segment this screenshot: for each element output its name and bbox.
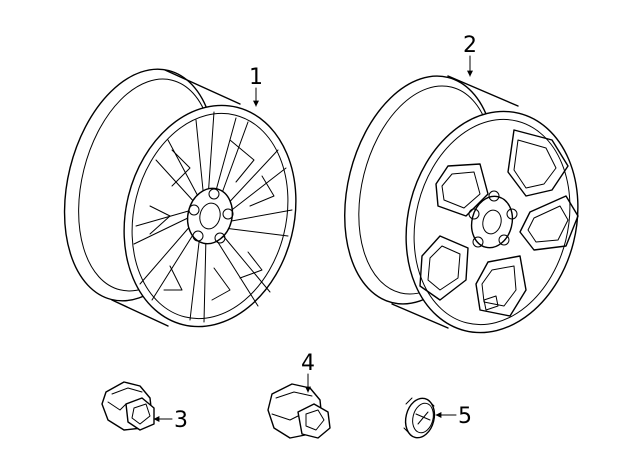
callout-1: 1 — [249, 65, 263, 107]
callout-5: 5 — [435, 404, 472, 429]
wheel-2-windows — [419, 129, 579, 317]
part-3-lug-nut — [101, 381, 155, 431]
callout-3: 3 — [153, 408, 188, 433]
wheel-1-multi-spoke — [63, 68, 297, 328]
callout-5-label: 5 — [458, 404, 472, 429]
callout-4-label: 4 — [301, 351, 315, 376]
part-5-center-cap — [403, 397, 436, 439]
callout-2: 2 — [463, 33, 477, 77]
wheel-2-five-spoke — [344, 75, 579, 334]
callout-3-label: 3 — [174, 408, 188, 433]
callout-1-label: 1 — [249, 65, 263, 90]
callout-4: 4 — [301, 351, 315, 393]
callout-2-label: 2 — [463, 33, 477, 58]
wheel-1-spokes — [133, 111, 293, 323]
part-4-locking-lug-nut — [267, 383, 331, 439]
